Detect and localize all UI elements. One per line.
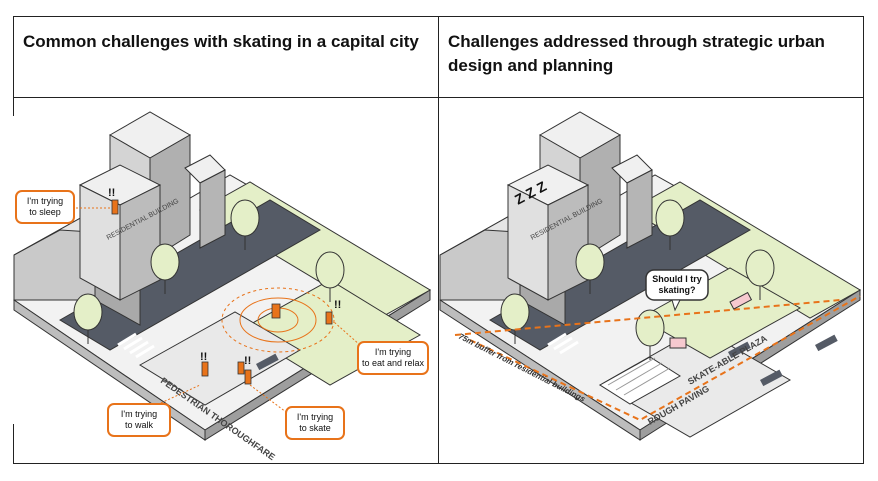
callout-sleep: I'm trying to sleep	[15, 190, 75, 224]
alert-mark: !!	[200, 351, 207, 363]
callout-eat-line2: to eat and relax	[362, 358, 425, 368]
skate-plaza	[598, 327, 792, 438]
left-buildings	[13, 111, 226, 326]
buffer-boundary	[469, 295, 861, 422]
callout-eat-line1: I'm trying	[375, 347, 411, 357]
speech-bubble: Should I try skating?	[645, 269, 709, 312]
speech-line2: skating?	[658, 285, 695, 295]
bench-icon	[256, 353, 279, 371]
table-left-border	[13, 16, 14, 116]
crosswalk	[547, 332, 579, 355]
table-left-border-low	[13, 424, 14, 464]
callout-sleep-line2: to sleep	[29, 207, 61, 217]
table-right-border	[863, 16, 864, 464]
person-figures	[111, 199, 333, 385]
paving-hatch	[607, 357, 671, 396]
buffer-line	[454, 299, 841, 336]
callout-skate-line2: to skate	[299, 423, 331, 433]
crosswalk	[117, 332, 155, 359]
callout-eat: I'm trying to eat and relax	[357, 341, 429, 375]
callout-walk-line1: I'm trying	[121, 409, 157, 419]
tree-icons	[500, 199, 775, 360]
comparison-table: Common challenges with skating in a capi…	[13, 16, 864, 464]
callout-walk-line2: to walk	[125, 420, 154, 430]
left-column-header: Common challenges with skating in a capi…	[23, 32, 419, 51]
tree-icons	[73, 199, 345, 344]
alert-mark: !!	[334, 299, 341, 311]
alert-mark: !!	[108, 187, 115, 199]
callout-walk: I'm trying to walk	[107, 403, 171, 437]
right-column-header: Challenges addressed through strategic u…	[448, 32, 825, 75]
column-divider	[438, 16, 439, 464]
alert-mark: !!	[244, 355, 251, 367]
speech-line1: Should I try	[652, 274, 702, 284]
callout-skate-line1: I'm trying	[297, 412, 333, 422]
callout-sleep-line1: I'm trying	[27, 196, 63, 206]
thoroughfare-area	[139, 311, 301, 406]
right-buildings	[439, 111, 653, 326]
rough-paving	[599, 356, 681, 405]
left-diagram: RESIDENTIAL BUILDING !! !! !! !! PEDESTR…	[13, 111, 431, 462]
callout-skate: I'm trying to skate	[285, 406, 345, 440]
plaza-objects	[669, 291, 838, 387]
